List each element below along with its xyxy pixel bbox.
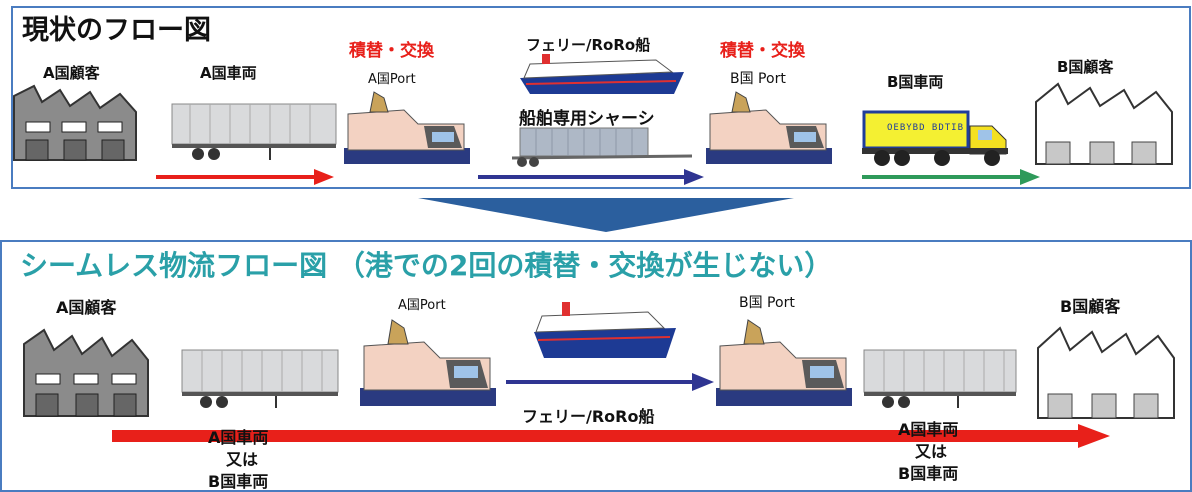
- green-arrow: [862, 169, 1040, 185]
- port-a-label: A国Port: [368, 72, 416, 87]
- factory-icon: [13, 84, 137, 161]
- trailer-icon: [863, 349, 1017, 408]
- factory-icon: [1035, 82, 1173, 165]
- port-a-icon: [360, 319, 496, 406]
- ferry-icon: [520, 54, 684, 94]
- customer-a-label: A国顧客: [56, 298, 117, 317]
- truck-icon: [862, 110, 1008, 166]
- ferry-label: フェリー/RoRo船: [522, 407, 655, 426]
- vehicle-right-line-2: 又は: [915, 442, 948, 461]
- transship-label-2: 積替・交換: [720, 41, 805, 61]
- vehicle-right-line-3: B国車両: [898, 464, 959, 483]
- seamless-flow-title: シームレス物流フロー図 （港での2回の積替・交換が生じない）: [20, 249, 833, 282]
- red-arrow: [156, 169, 334, 185]
- vehicle-a-label: A国車両: [200, 64, 257, 82]
- truck-plate-text: OEBYBD BDTIB: [887, 123, 965, 133]
- blue-arrow: [478, 169, 704, 185]
- port-b-icon: [716, 319, 852, 406]
- down-chevron-icon: [418, 198, 794, 232]
- vehicle-left-line-3: B国車両: [208, 472, 269, 491]
- ferry-icon: [534, 302, 676, 358]
- transship-label-1: 積替・交換: [349, 41, 434, 61]
- vehicle-right-line-1: A国車両: [898, 420, 959, 439]
- seamless-red-arrow: [112, 424, 1110, 448]
- trailer-icon: [171, 103, 337, 160]
- vehicle-left-line-2: 又は: [226, 450, 259, 469]
- vehicle-left-line-1: A国車両: [208, 428, 269, 447]
- port-a-icon: [344, 91, 470, 164]
- chassis-icon: [511, 127, 693, 167]
- factory-icon: [23, 328, 149, 417]
- chassis-label: 船舶専用シャーシ: [519, 109, 655, 129]
- port-b-label: B国 Port: [730, 71, 786, 87]
- blue-arrow: [506, 373, 714, 391]
- port-b-label: B国 Port: [739, 295, 795, 311]
- port-b-icon: [706, 91, 832, 164]
- customer-b-label: B国顧客: [1057, 58, 1114, 76]
- trailer-icon: [181, 349, 339, 408]
- ferry-label: フェリー/RoRo船: [526, 36, 651, 54]
- port-a-label: A国Port: [398, 298, 446, 313]
- customer-a-label: A国顧客: [43, 64, 100, 82]
- factory-icon: [1037, 326, 1175, 419]
- customer-b-label: B国顧客: [1060, 297, 1121, 316]
- vehicle-b-label: B国車両: [887, 73, 944, 91]
- current-flow-title: 現状のフロー図: [22, 15, 211, 46]
